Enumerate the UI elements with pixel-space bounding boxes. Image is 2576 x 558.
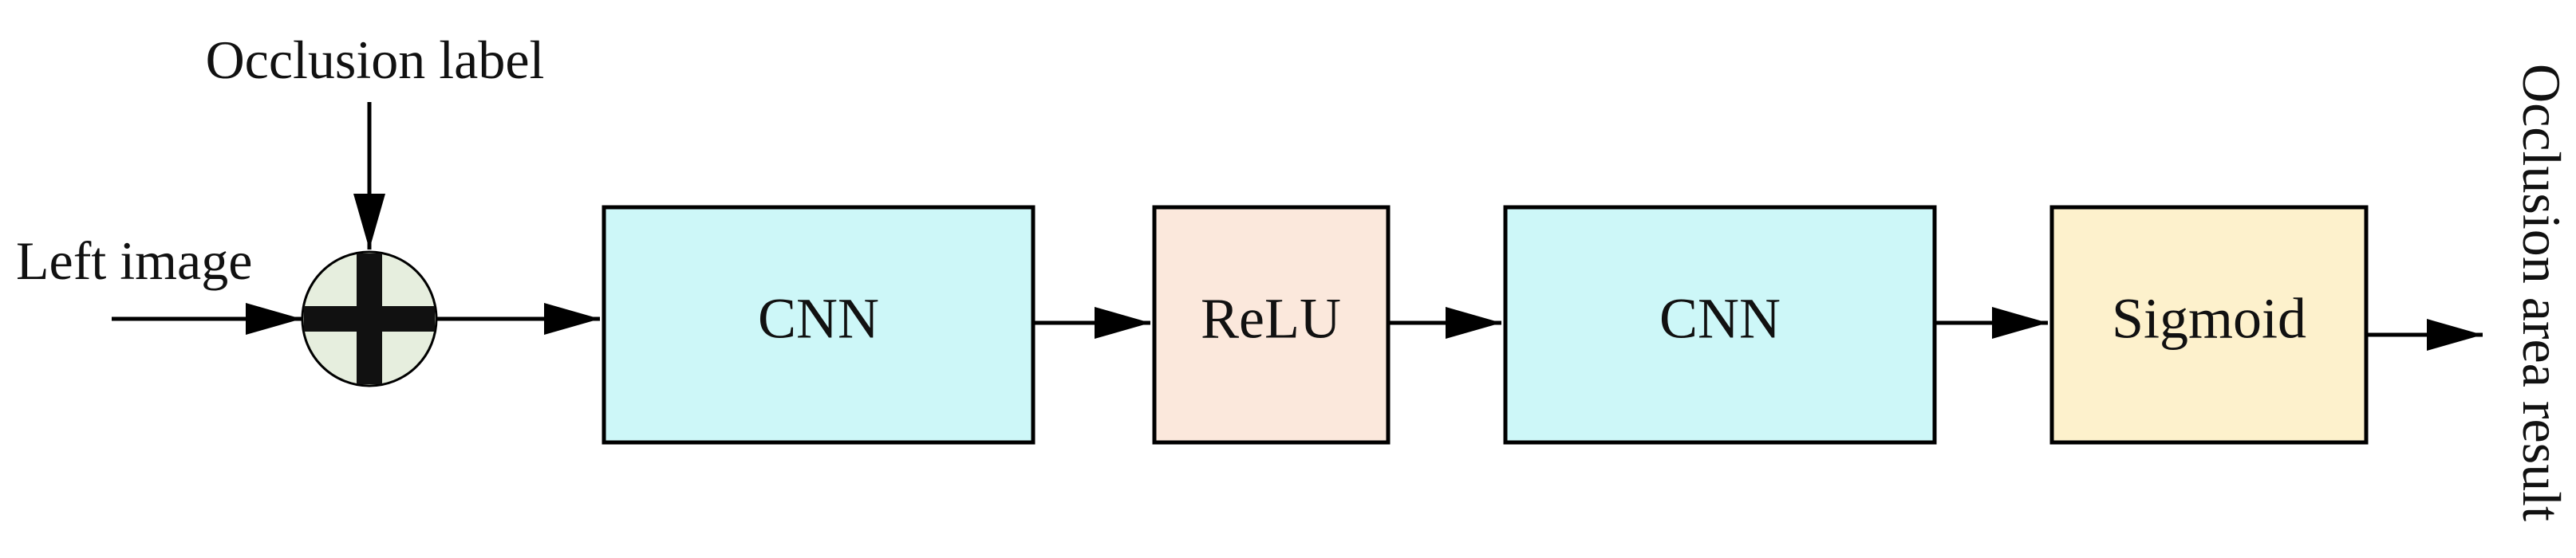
relu-block: ReLU (1152, 205, 1391, 445)
sigmoid-block-box (2049, 205, 2369, 445)
plus-icon (304, 253, 435, 384)
cnn-block-1: CNN (602, 205, 1036, 445)
sigmoid-block: Sigmoid (2049, 205, 2369, 445)
cnn-block-1-label: CNN (758, 287, 879, 351)
cnn-block-2-label: CNN (1659, 287, 1781, 351)
cnn-block-2-box (1503, 205, 1937, 445)
sigmoid-block-label: Sigmoid (2112, 287, 2306, 351)
left-image-label-text: Left image (16, 230, 252, 291)
occlusion-label-text: Occlusion label (206, 29, 545, 90)
output-label-text: Occlusion area result (2511, 64, 2572, 521)
relu-block-label: ReLU (1201, 287, 1341, 351)
cnn-block-1-box (602, 205, 1036, 445)
adder-node (301, 250, 438, 387)
relu-block-box (1152, 205, 1391, 445)
cnn-block-2: CNN (1503, 205, 1937, 445)
